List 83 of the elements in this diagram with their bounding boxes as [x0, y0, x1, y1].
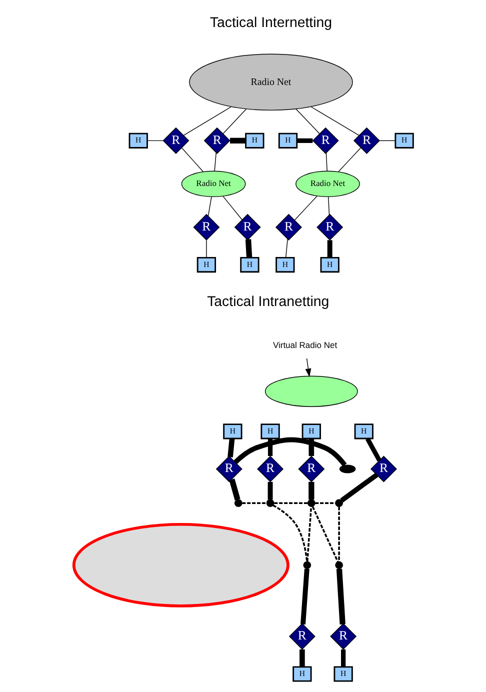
- node-box: H: [222, 424, 242, 440]
- node-circle: [334, 561, 342, 570]
- node-diamond: R: [312, 127, 338, 154]
- node-box: H: [240, 256, 259, 273]
- node-ellipse: Radio Net: [295, 170, 360, 198]
- node-diamond: R: [298, 456, 324, 482]
- arrow: [304, 358, 311, 378]
- node-box: H: [292, 666, 312, 682]
- node-box: H: [260, 424, 280, 440]
- connector: [146, 140, 163, 142]
- node-box: H: [275, 256, 294, 273]
- connector: [227, 438, 234, 458]
- connector: [284, 238, 288, 258]
- connector: [242, 502, 266, 504]
- connector: [228, 478, 240, 500]
- node-diamond: R: [215, 456, 242, 482]
- node-ellipse: [338, 464, 356, 474]
- connector: [296, 138, 312, 143]
- connector: [340, 649, 346, 667]
- connector: [233, 437, 346, 467]
- node-box: H: [196, 256, 216, 273]
- node-circle: [266, 499, 274, 507]
- node-diamond: R: [234, 214, 260, 240]
- node-diamond: R: [162, 127, 189, 154]
- node-diamond: R: [274, 214, 302, 240]
- connector: [314, 502, 335, 504]
- connector: [222, 196, 242, 220]
- node-box: H: [244, 132, 264, 148]
- node-diamond: R: [316, 214, 343, 240]
- node-text: Virtual Radio Net: [272, 340, 337, 350]
- node-box: H: [320, 256, 339, 273]
- connector: [294, 196, 317, 220]
- connector: [378, 140, 396, 142]
- connector: [311, 506, 338, 562]
- connector: [338, 147, 361, 172]
- connector: [300, 568, 309, 624]
- node-box: H: [394, 132, 414, 148]
- connector: [299, 649, 304, 667]
- connector: [230, 138, 246, 144]
- node-ellipse: Radio Net: [188, 54, 352, 111]
- connector: [336, 568, 345, 624]
- node-diamond: R: [192, 214, 220, 240]
- node-ellipse: [72, 522, 289, 608]
- node-circle: [306, 499, 315, 507]
- node-diamond: R: [370, 456, 396, 482]
- node-box: H: [128, 132, 148, 148]
- connector: [274, 502, 308, 504]
- connector: [244, 239, 252, 258]
- connector: [267, 438, 272, 456]
- connector: [306, 506, 312, 562]
- connector: [325, 152, 327, 172]
- connector: [222, 108, 246, 134]
- node-ellipse: Radio Net: [180, 170, 246, 198]
- connector: [340, 472, 378, 502]
- connector: [272, 504, 308, 562]
- connector: [310, 106, 359, 136]
- connector: [308, 482, 314, 500]
- node-box: H: [278, 132, 298, 148]
- connector: [326, 240, 332, 258]
- label: Tactical Internetting: [209, 15, 332, 32]
- node-diamond: R: [330, 623, 356, 650]
- connector: [338, 506, 340, 562]
- connector: [180, 147, 203, 172]
- node-diamond: R: [203, 127, 230, 154]
- node-circle: [334, 499, 342, 507]
- connector: [365, 438, 381, 462]
- node-circle: [234, 499, 242, 507]
- connector: [182, 106, 232, 136]
- connector: [308, 438, 314, 456]
- node-box: H: [354, 424, 373, 440]
- node-box: H: [301, 424, 320, 440]
- node-ellipse: [264, 376, 358, 407]
- connector: [267, 482, 272, 500]
- label: Tactical Intranetting: [206, 294, 329, 310]
- connector: [327, 196, 330, 216]
- node-box: H: [333, 666, 352, 682]
- node-diamond: R: [352, 127, 380, 154]
- connector: [214, 152, 216, 172]
- node-diamond: R: [256, 456, 284, 482]
- connector: [295, 108, 320, 134]
- node-circle: [302, 561, 311, 570]
- connector: [207, 196, 212, 216]
- node-diamond: R: [288, 623, 315, 650]
